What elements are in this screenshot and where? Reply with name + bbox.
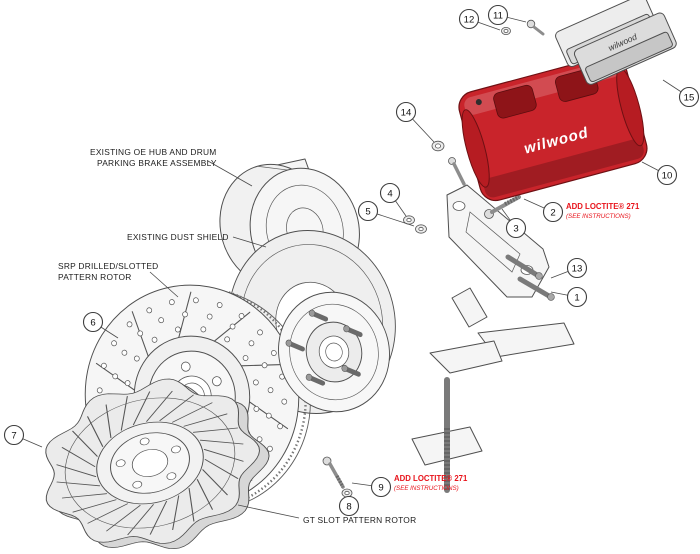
label-gt-rotor: GT SLOT PATTERN ROTOR — [303, 515, 416, 525]
top-hardware — [501, 19, 545, 36]
callout-12-number: 12 — [464, 14, 475, 25]
loctite-lower-title: ADD LOCTITE® 271 — [394, 474, 468, 483]
caliper-bracket — [446, 184, 555, 301]
callout-8-number: 8 — [346, 501, 351, 512]
hub-assembly — [278, 291, 390, 413]
label-hub-line1: EXISTING OE HUB AND DRUM — [90, 147, 217, 157]
callout-1-number: 1 — [574, 292, 579, 303]
loctite-lower-sub: (SEE INSTRUCTIONS) — [394, 485, 459, 492]
bracket-bolt — [484, 195, 521, 219]
callout-2: 2 — [542, 201, 564, 223]
caliper-bridge-window — [493, 84, 537, 119]
bracket-stud-upper — [505, 254, 540, 278]
callout-9-number: 9 — [378, 482, 383, 493]
label-hub-line2: PARKING BRAKE ASSEMBLY — [97, 158, 217, 168]
label-srp-line2: PATTERN ROTOR — [58, 272, 132, 282]
callout-14: 14 — [395, 101, 417, 123]
callout-6-number: 6 — [90, 317, 95, 328]
bleed-screw — [475, 99, 482, 106]
annotation-loctite-upper: ADD LOCTITE® 271 (SEE INSTRUCTIONS) — [566, 202, 640, 220]
gt-slot-rotor — [45, 378, 270, 550]
washer-14 — [431, 140, 466, 186]
gt-wheel-stud-holes — [115, 437, 181, 489]
wheel-studs — [285, 309, 363, 386]
callout-5-number: 5 — [365, 206, 370, 217]
callout-11: 11 — [487, 4, 509, 26]
callout-10-number: 10 — [662, 170, 673, 181]
callout-9: 9 — [370, 476, 392, 498]
bracket-stud-lower — [517, 276, 552, 299]
caliper: wilwood — [458, 54, 648, 202]
callout-10: 10 — [656, 164, 678, 186]
callout-13-number: 13 — [572, 263, 583, 274]
hardware-washers-upper — [403, 215, 427, 234]
callout-8: 8 — [338, 495, 360, 517]
callout-4: 4 — [379, 182, 401, 204]
rotor-bolt — [322, 456, 353, 498]
callout-5: 5 — [357, 200, 379, 222]
loctite-upper-sub: (SEE INSTRUCTIONS) — [566, 213, 631, 220]
label-srp-line1: SRP DRILLED/SLOTTED — [58, 261, 158, 271]
callout-3-number: 3 — [513, 223, 518, 234]
callout-14-number: 14 — [401, 107, 412, 118]
gt-slot-pattern — [56, 390, 244, 536]
callout-1: 1 — [566, 286, 588, 308]
callout-11-number: 11 — [493, 10, 503, 21]
callout-3: 3 — [505, 217, 527, 239]
annotation-loctite-lower: ADD LOCTITE® 271 (SEE INSTRUCTIONS) — [394, 474, 468, 492]
spindle-knuckle — [411, 287, 575, 493]
callout-4-number: 4 — [387, 188, 393, 199]
label-dust-shield: EXISTING DUST SHIELD — [127, 232, 229, 242]
callout-15: 15 — [678, 86, 700, 108]
callout-15-number: 15 — [684, 92, 695, 103]
callout-7: 7 — [3, 424, 25, 446]
callout-12: 12 — [458, 8, 480, 30]
callout-2-number: 2 — [550, 207, 555, 218]
callout-7-number: 7 — [11, 430, 16, 441]
callout-6: 6 — [82, 311, 104, 333]
callout-13: 13 — [566, 257, 588, 279]
brake-pads: wilwood — [555, 0, 677, 85]
loctite-upper-title: ADD LOCTITE® 271 — [566, 202, 640, 211]
